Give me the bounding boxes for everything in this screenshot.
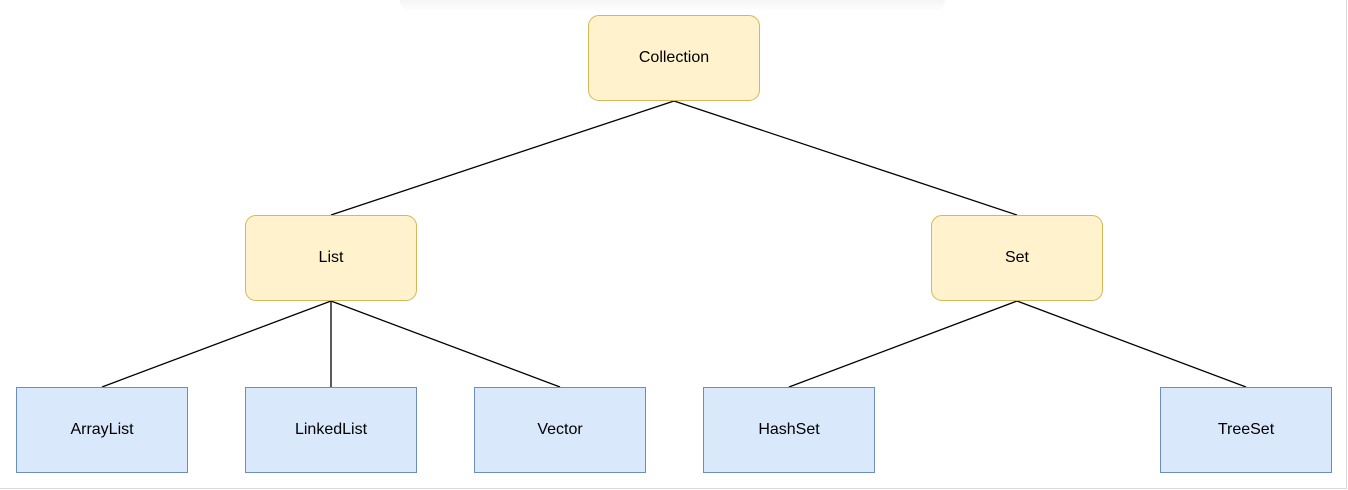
node-arraylist-label: ArrayList bbox=[70, 421, 134, 438]
canvas-shadow bbox=[400, 0, 945, 12]
node-list[interactable]: List bbox=[245, 215, 417, 301]
edge-set-hashset bbox=[788, 300, 1018, 388]
edge-list-arraylist bbox=[101, 300, 332, 388]
edge-collection-set bbox=[673, 100, 1018, 216]
node-linkedlist[interactable]: LinkedList bbox=[245, 387, 417, 473]
node-set[interactable]: Set bbox=[931, 215, 1103, 301]
node-treeset-label: TreeSet bbox=[1217, 421, 1275, 438]
node-list-label: List bbox=[318, 249, 344, 266]
edge-collection-list bbox=[330, 100, 675, 216]
node-arraylist[interactable]: ArrayList bbox=[16, 387, 188, 473]
node-collection-label: Collection bbox=[638, 49, 710, 66]
node-vector-label: Vector bbox=[537, 421, 583, 438]
edge-list-vector bbox=[330, 300, 561, 388]
node-set-label: Set bbox=[1004, 249, 1029, 266]
node-collection[interactable]: Collection bbox=[588, 15, 760, 101]
node-hashset[interactable]: HashSet bbox=[703, 387, 875, 473]
node-vector[interactable]: Vector bbox=[474, 387, 646, 473]
node-hashset-label: HashSet bbox=[758, 421, 820, 438]
edge-set-treeset bbox=[1016, 300, 1247, 388]
node-linkedlist-label: LinkedList bbox=[294, 421, 368, 438]
node-treeset[interactable]: TreeSet bbox=[1160, 387, 1332, 473]
